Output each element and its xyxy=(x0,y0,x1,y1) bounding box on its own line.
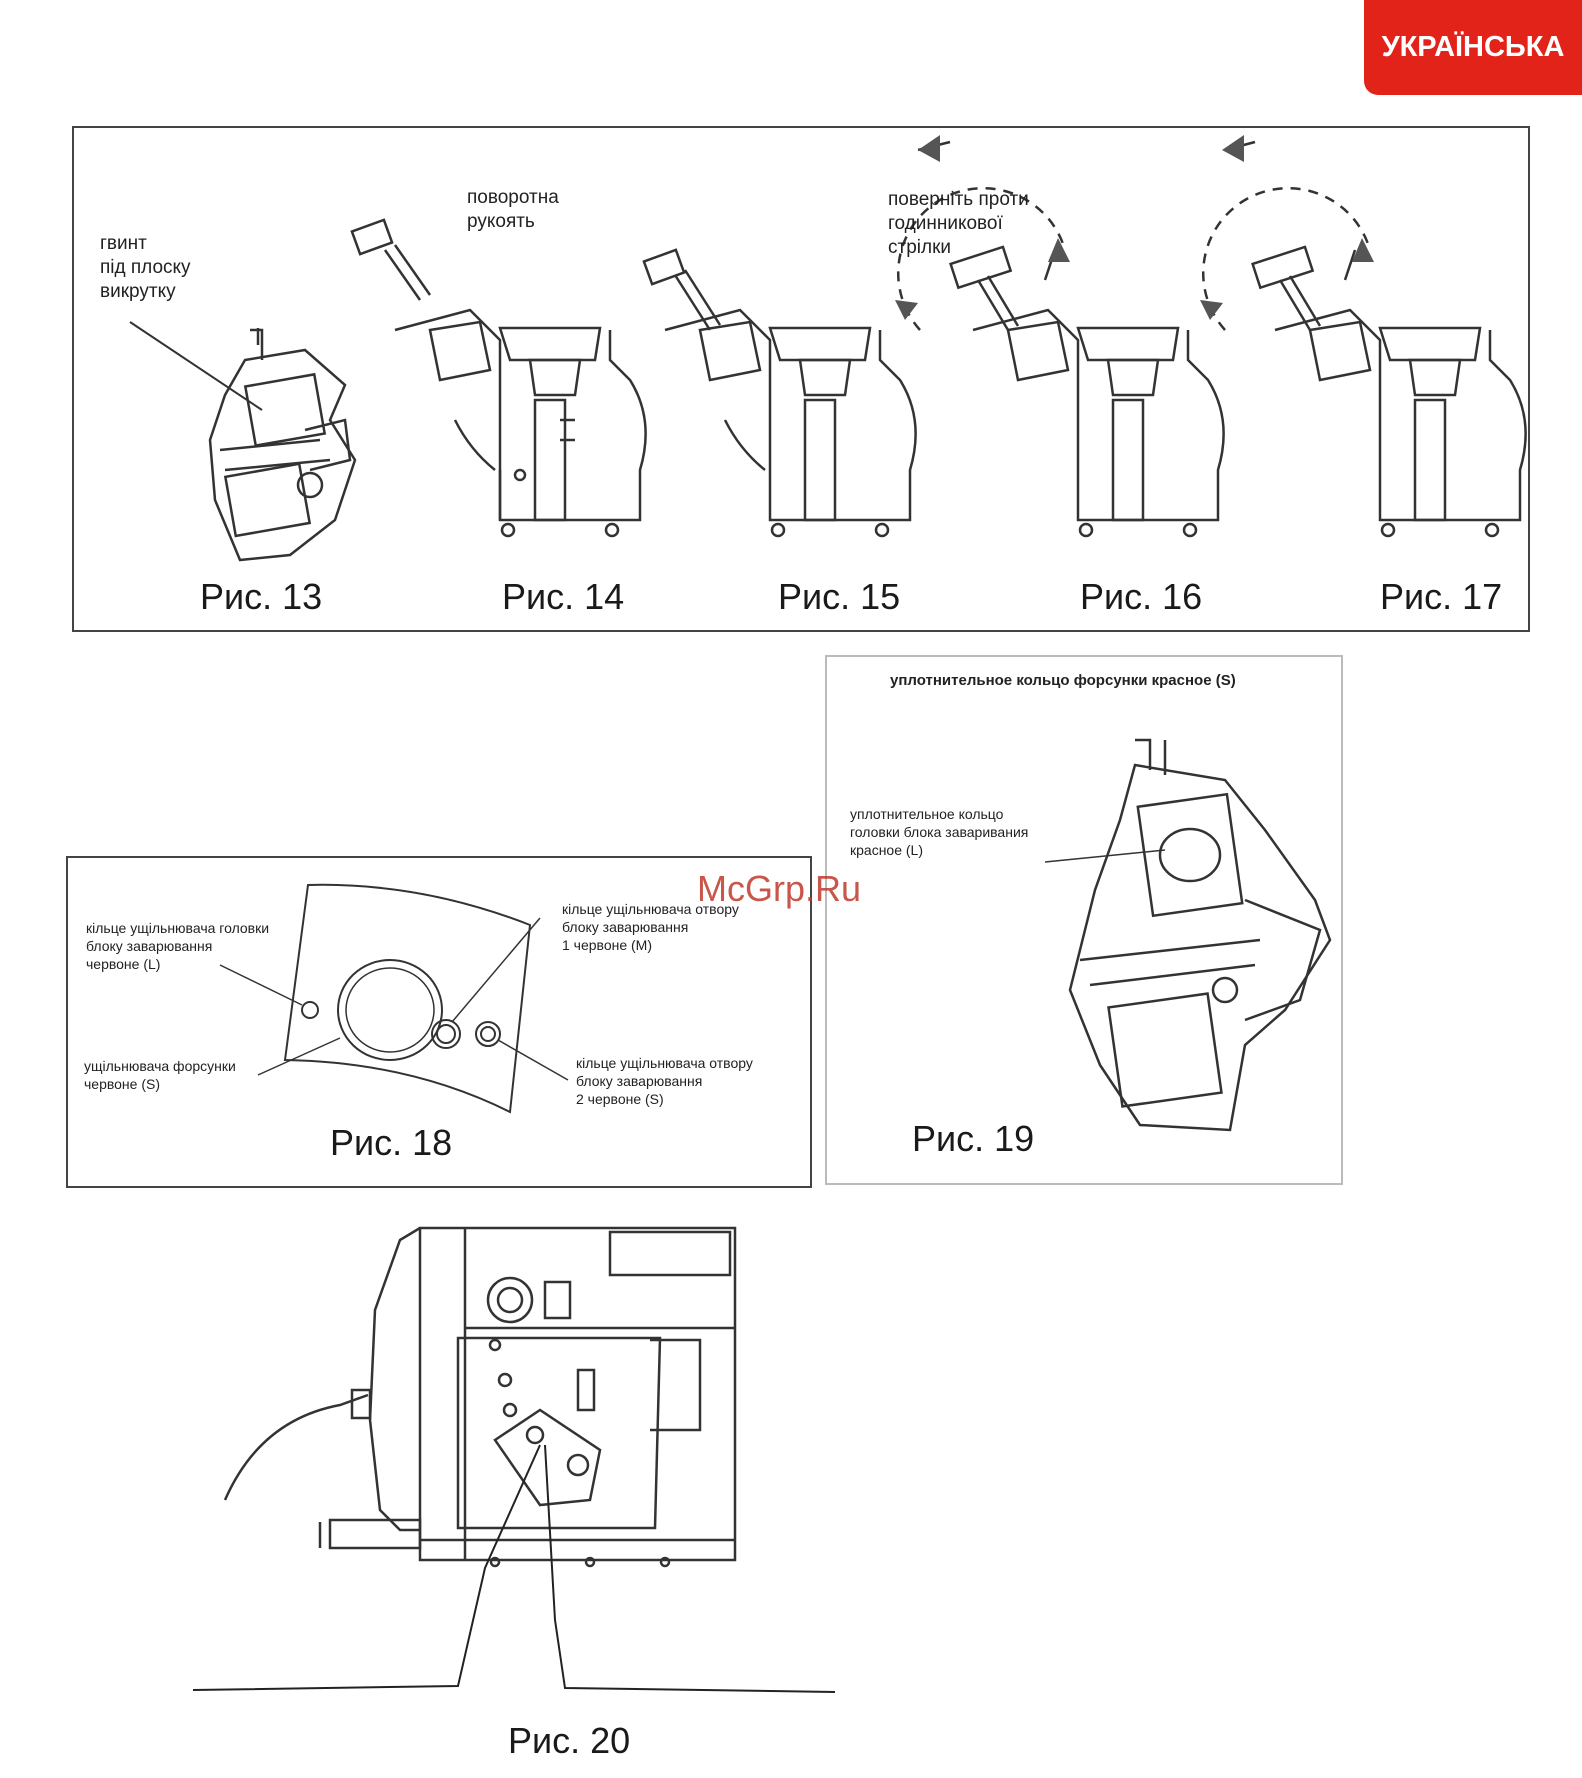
fig16-arrow-head-2 xyxy=(1048,238,1070,262)
fig16-machine-drawing xyxy=(949,245,1225,538)
fig19-label: Рис. 19 xyxy=(912,1118,1035,1159)
fig18-head-ring-annotation: кільце ущільнювача головки блоку заварюв… xyxy=(86,920,270,972)
fig14-label: Рис. 14 xyxy=(502,576,625,617)
fig19-leader xyxy=(1044,849,1166,863)
fig17-arrow-head-2 xyxy=(1352,238,1374,262)
fig20-leader-right xyxy=(544,1444,836,1693)
fig18-nozzle-seal-annotation: ущільнювача форсунки червоне (S) xyxy=(84,1058,236,1092)
fig18-nozzle-seal xyxy=(337,959,443,1061)
fig16-rotate-annotation: поверніть проти годинникової стрілки xyxy=(888,189,1029,258)
fig18-head-ring xyxy=(301,1001,319,1019)
fig19-head-ring-annotation: уплотнительное кольцо головки блока зава… xyxy=(850,806,1029,858)
fig18-hole1-leader xyxy=(451,917,541,1023)
fig18-hole1-ring xyxy=(431,1019,461,1049)
language-badge: УКРАЇНСЬКА xyxy=(1364,0,1582,95)
fig19-title: уплотнительное кольцо форсунки красное (… xyxy=(890,672,1236,689)
fig20-label: Рис. 20 xyxy=(508,1720,631,1761)
fig16-label: Рис. 16 xyxy=(1080,576,1203,617)
fig17-arrow-head-1 xyxy=(1222,135,1244,162)
watermark: McGrp.Ru xyxy=(697,868,862,909)
fig13-screw-leader xyxy=(129,321,263,411)
fig17-label: Рис. 17 xyxy=(1380,576,1503,617)
fig18-nozzle-leader xyxy=(257,1037,341,1076)
fig17-machine-drawing xyxy=(1251,245,1527,538)
fig18-hole2-ring xyxy=(475,1021,501,1047)
fig17-arrow-head-3 xyxy=(1200,300,1223,320)
fig18-hole2-annotation: кільце ущільнювача отвору блоку заварюва… xyxy=(576,1055,753,1107)
fig13-brew-unit-drawing xyxy=(208,328,357,562)
fig18-head-ring-leader xyxy=(219,964,303,1006)
fig18-seal-plate xyxy=(283,883,532,1114)
fig15-machine-drawing xyxy=(642,248,917,538)
fig18-hole2-leader xyxy=(497,1039,569,1081)
fig16-arrow-head-1 xyxy=(918,135,940,162)
fig18-hole1-annotation: кільце ущільнювача отвору блоку заварюва… xyxy=(562,901,739,953)
fig14-machine-drawing xyxy=(394,308,647,538)
fig18-label: Рис. 18 xyxy=(330,1122,453,1163)
fig20-leader-left xyxy=(192,1444,541,1691)
fig16-arrow-head-3 xyxy=(895,300,918,320)
fig13-screw-annotation: гвинт під плоску викрутку xyxy=(100,233,191,302)
fig19-brew-unit-drawing xyxy=(1068,738,1332,1132)
fig15-label: Рис. 15 xyxy=(778,576,901,617)
fig13-label: Рис. 13 xyxy=(200,576,323,617)
fig19-panel xyxy=(825,655,1343,1185)
fig14-handle-annotation: поворотна рукоять xyxy=(467,187,559,232)
fig14-rotary-handle xyxy=(350,218,432,301)
fig20-machine-side-view xyxy=(223,1226,737,1568)
